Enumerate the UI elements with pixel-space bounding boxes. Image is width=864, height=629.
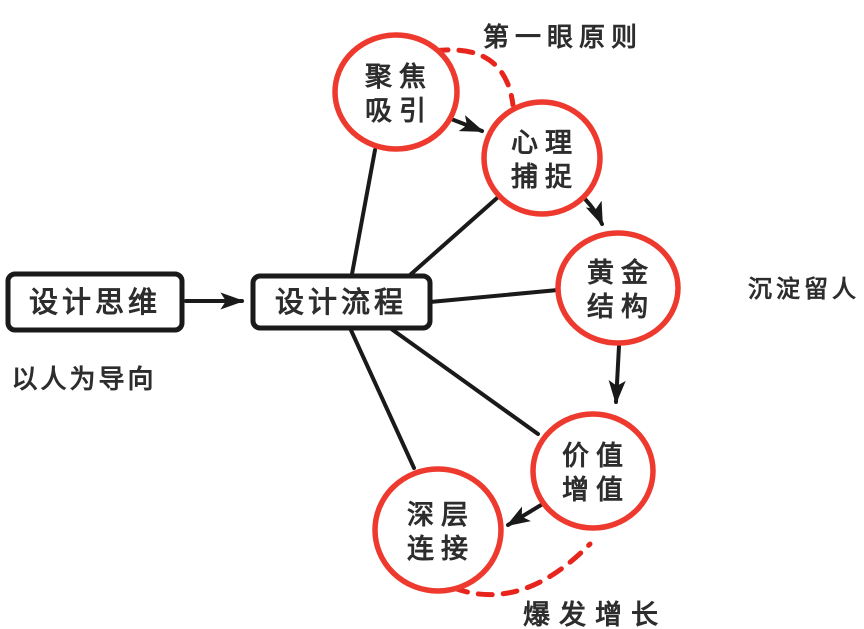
node-deep-connect: 深层 连接 (372, 466, 504, 594)
node-psych-capture-line2: 捕捉 (511, 162, 579, 193)
arrow-golden-to-value (608, 344, 626, 405)
connector-process-to-deep (348, 326, 416, 470)
design-process-label: 设计流程 (275, 285, 407, 319)
node-psych-capture-shape (481, 99, 603, 217)
node-deep-connect-line1: 深层 (407, 500, 475, 531)
connector-process-to-focus (350, 148, 377, 276)
node-focus-attract-line2: 吸引 (365, 96, 433, 127)
design-thinking-label: 设计思维 (29, 285, 161, 319)
design-process-box-shape (250, 273, 433, 331)
node-golden-structure: 黄金 结构 (555, 230, 681, 346)
node-value-growth-shape (530, 411, 656, 531)
node-psych-capture-line1: 心理 (511, 128, 579, 159)
arrow-value-to-deep (505, 503, 543, 527)
node-value-growth-line1: 价值 (562, 441, 630, 472)
connector-process-to-golden (428, 288, 560, 304)
dashed-curve-explosive-growth (451, 541, 593, 598)
annotation-people-oriented: 以人为导向 (11, 364, 156, 395)
node-golden-structure-line1: 黄金 (587, 257, 655, 289)
node-focus-attract-shape (332, 32, 460, 152)
node-deep-connect-shape (372, 466, 504, 594)
node-value-growth: 价值 增值 (530, 411, 656, 531)
node-deep-connect-line2: 连接 (407, 533, 475, 565)
annotation-retain-users: 沉淀留人 (748, 275, 860, 303)
node-focus-attract: 聚焦 吸引 (332, 32, 460, 152)
annotation-first-eye-principle: 第一眼原则 (483, 22, 643, 53)
design-thinking-box-shape (5, 271, 185, 333)
connector-process-to-value (388, 326, 540, 436)
node-psych-capture: 心理 捕捉 (481, 99, 603, 217)
arrow-psych-to-golden (583, 197, 604, 227)
design-thinking-box: 设计思维 (5, 271, 185, 333)
connector-process-to-psych (408, 196, 499, 277)
node-golden-structure-line2: 结构 (587, 292, 655, 323)
node-value-growth-line2: 增值 (562, 474, 630, 506)
node-focus-attract-line1: 聚焦 (364, 61, 433, 93)
annotation-explosive-growth: 爆发增长 (523, 599, 667, 629)
node-golden-structure-shape (555, 230, 681, 346)
dashed-curve-first-eye (431, 47, 516, 108)
design-process-box: 设计流程 (250, 273, 433, 331)
